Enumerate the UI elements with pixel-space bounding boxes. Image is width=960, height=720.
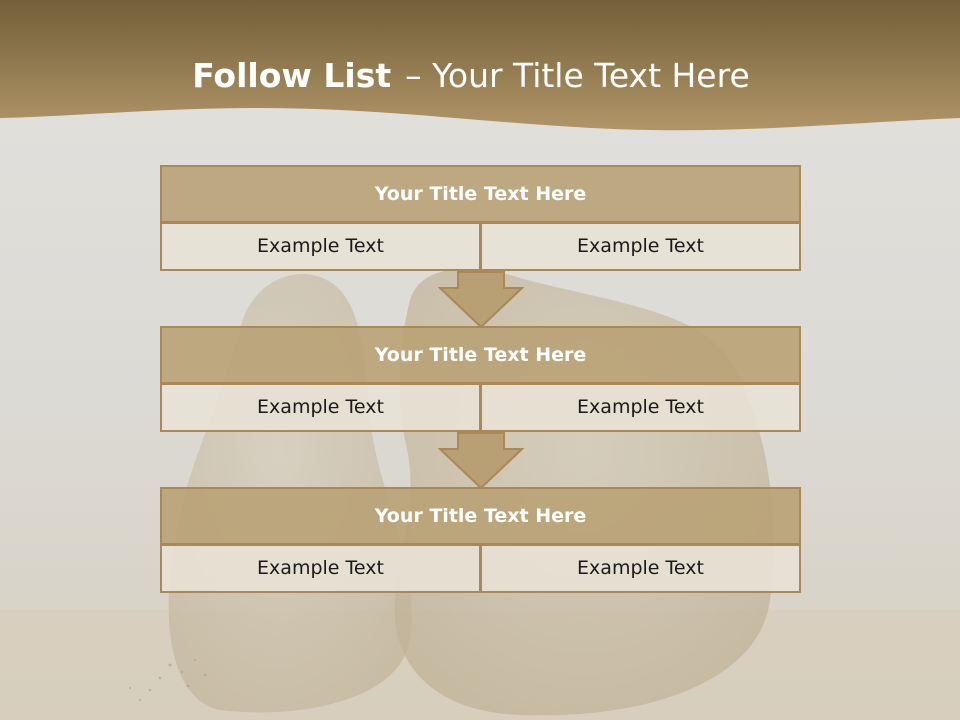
title-subtitle: – Your Title Text Here bbox=[405, 56, 750, 95]
block-cell-left: Example Text bbox=[160, 544, 481, 593]
block-title: Your Title Text Here bbox=[160, 487, 801, 545]
list-block-2: Your Title Text Here Example Text Exampl… bbox=[160, 326, 801, 432]
down-arrow-icon bbox=[438, 432, 524, 490]
block-title: Your Title Text Here bbox=[160, 165, 801, 223]
slide-title: Follow List – Your Title Text Here bbox=[0, 52, 942, 100]
down-arrow-icon bbox=[438, 271, 524, 329]
block-cell-right: Example Text bbox=[480, 222, 801, 271]
block-title: Your Title Text Here bbox=[160, 326, 801, 384]
list-block-3: Your Title Text Here Example Text Exampl… bbox=[160, 487, 801, 593]
list-block-1: Your Title Text Here Example Text Exampl… bbox=[160, 165, 801, 271]
block-cell-right: Example Text bbox=[480, 544, 801, 593]
block-cell-left: Example Text bbox=[160, 222, 481, 271]
title-bold: Follow List bbox=[192, 56, 392, 95]
block-cell-right: Example Text bbox=[480, 383, 801, 432]
block-cell-left: Example Text bbox=[160, 383, 481, 432]
header-band bbox=[0, 0, 960, 131]
